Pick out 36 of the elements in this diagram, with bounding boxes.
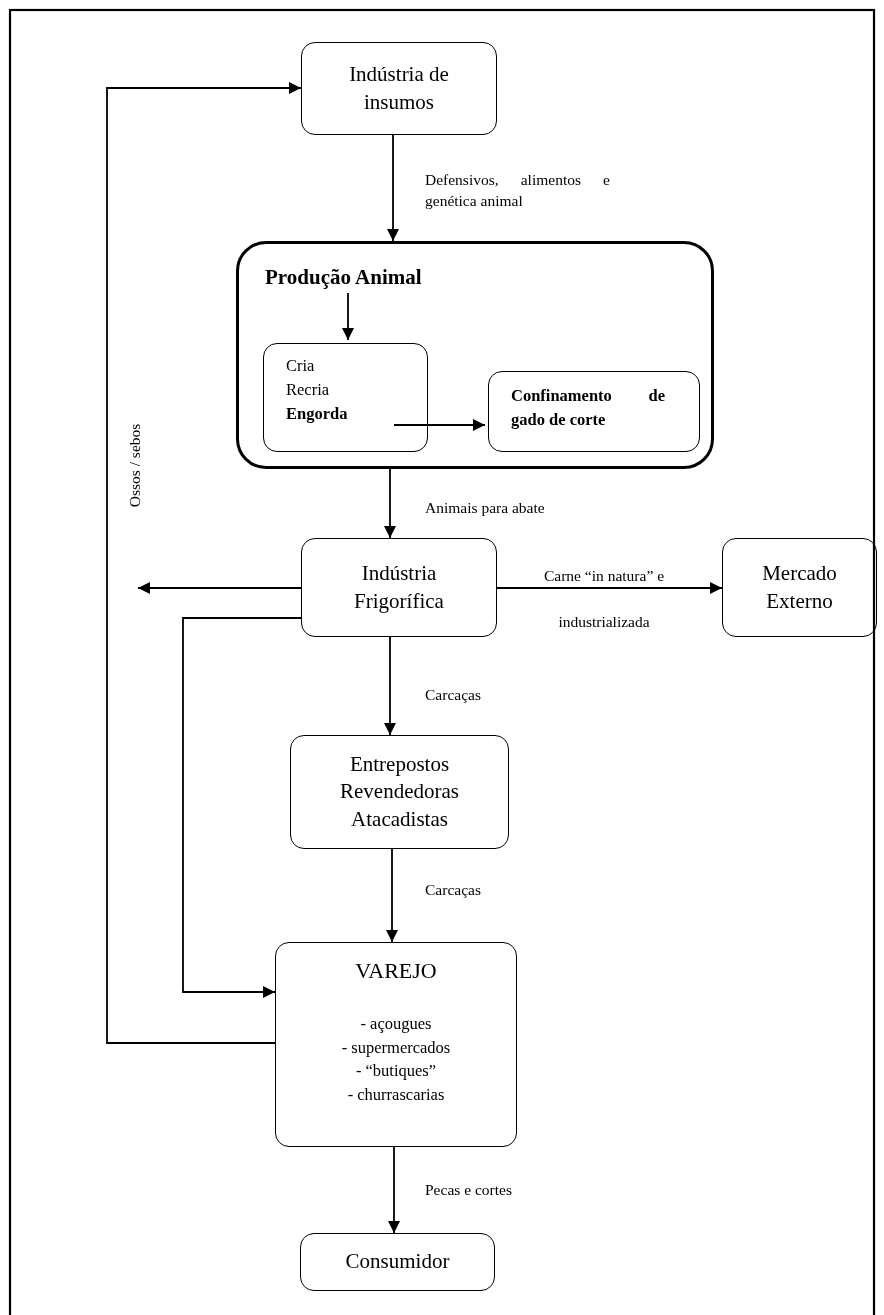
box-label: Confinamento de gado de corte [511,385,665,431]
stage-label: Recria [286,378,331,401]
list-item: - churrascarias [346,1084,446,1107]
arrow [388,1146,400,1234]
process-box [300,1233,495,1291]
arrow [384,468,396,539]
arrow [384,636,396,736]
box-label: Indústria Frigorífica [353,560,445,615]
edge-label: Carne “in natura” e industrializada [542,566,666,632]
process-box [263,343,428,452]
process-box [722,538,877,637]
box-heading: VAREJO [354,957,438,985]
list-item: - açougues [359,1012,433,1035]
process-box [275,942,517,1147]
arrow [106,82,302,1044]
arrow [496,582,723,594]
list-item: - “butiques” [354,1060,438,1083]
box-label: Indústria de insumos [348,61,450,116]
process-box [301,538,497,637]
process-box [301,42,497,135]
stage-label: Engorda [286,402,349,425]
stage-label: Cria [286,355,316,377]
process-box [290,735,509,849]
arrow [182,617,302,998]
arrow [342,292,354,341]
arrow [387,134,399,242]
arrow [386,848,398,943]
list-item: - supermercados [340,1036,452,1059]
box-label: Consumidor [344,1248,451,1276]
arrow [137,582,302,594]
group-box [236,241,714,469]
box-label: Entrepostos Revendedoras Atacadistas [339,751,460,833]
box-label: Mercado Externo [761,560,838,615]
process-box [488,371,700,452]
group-heading: Produção Animal [265,264,422,291]
arrow [393,419,486,431]
